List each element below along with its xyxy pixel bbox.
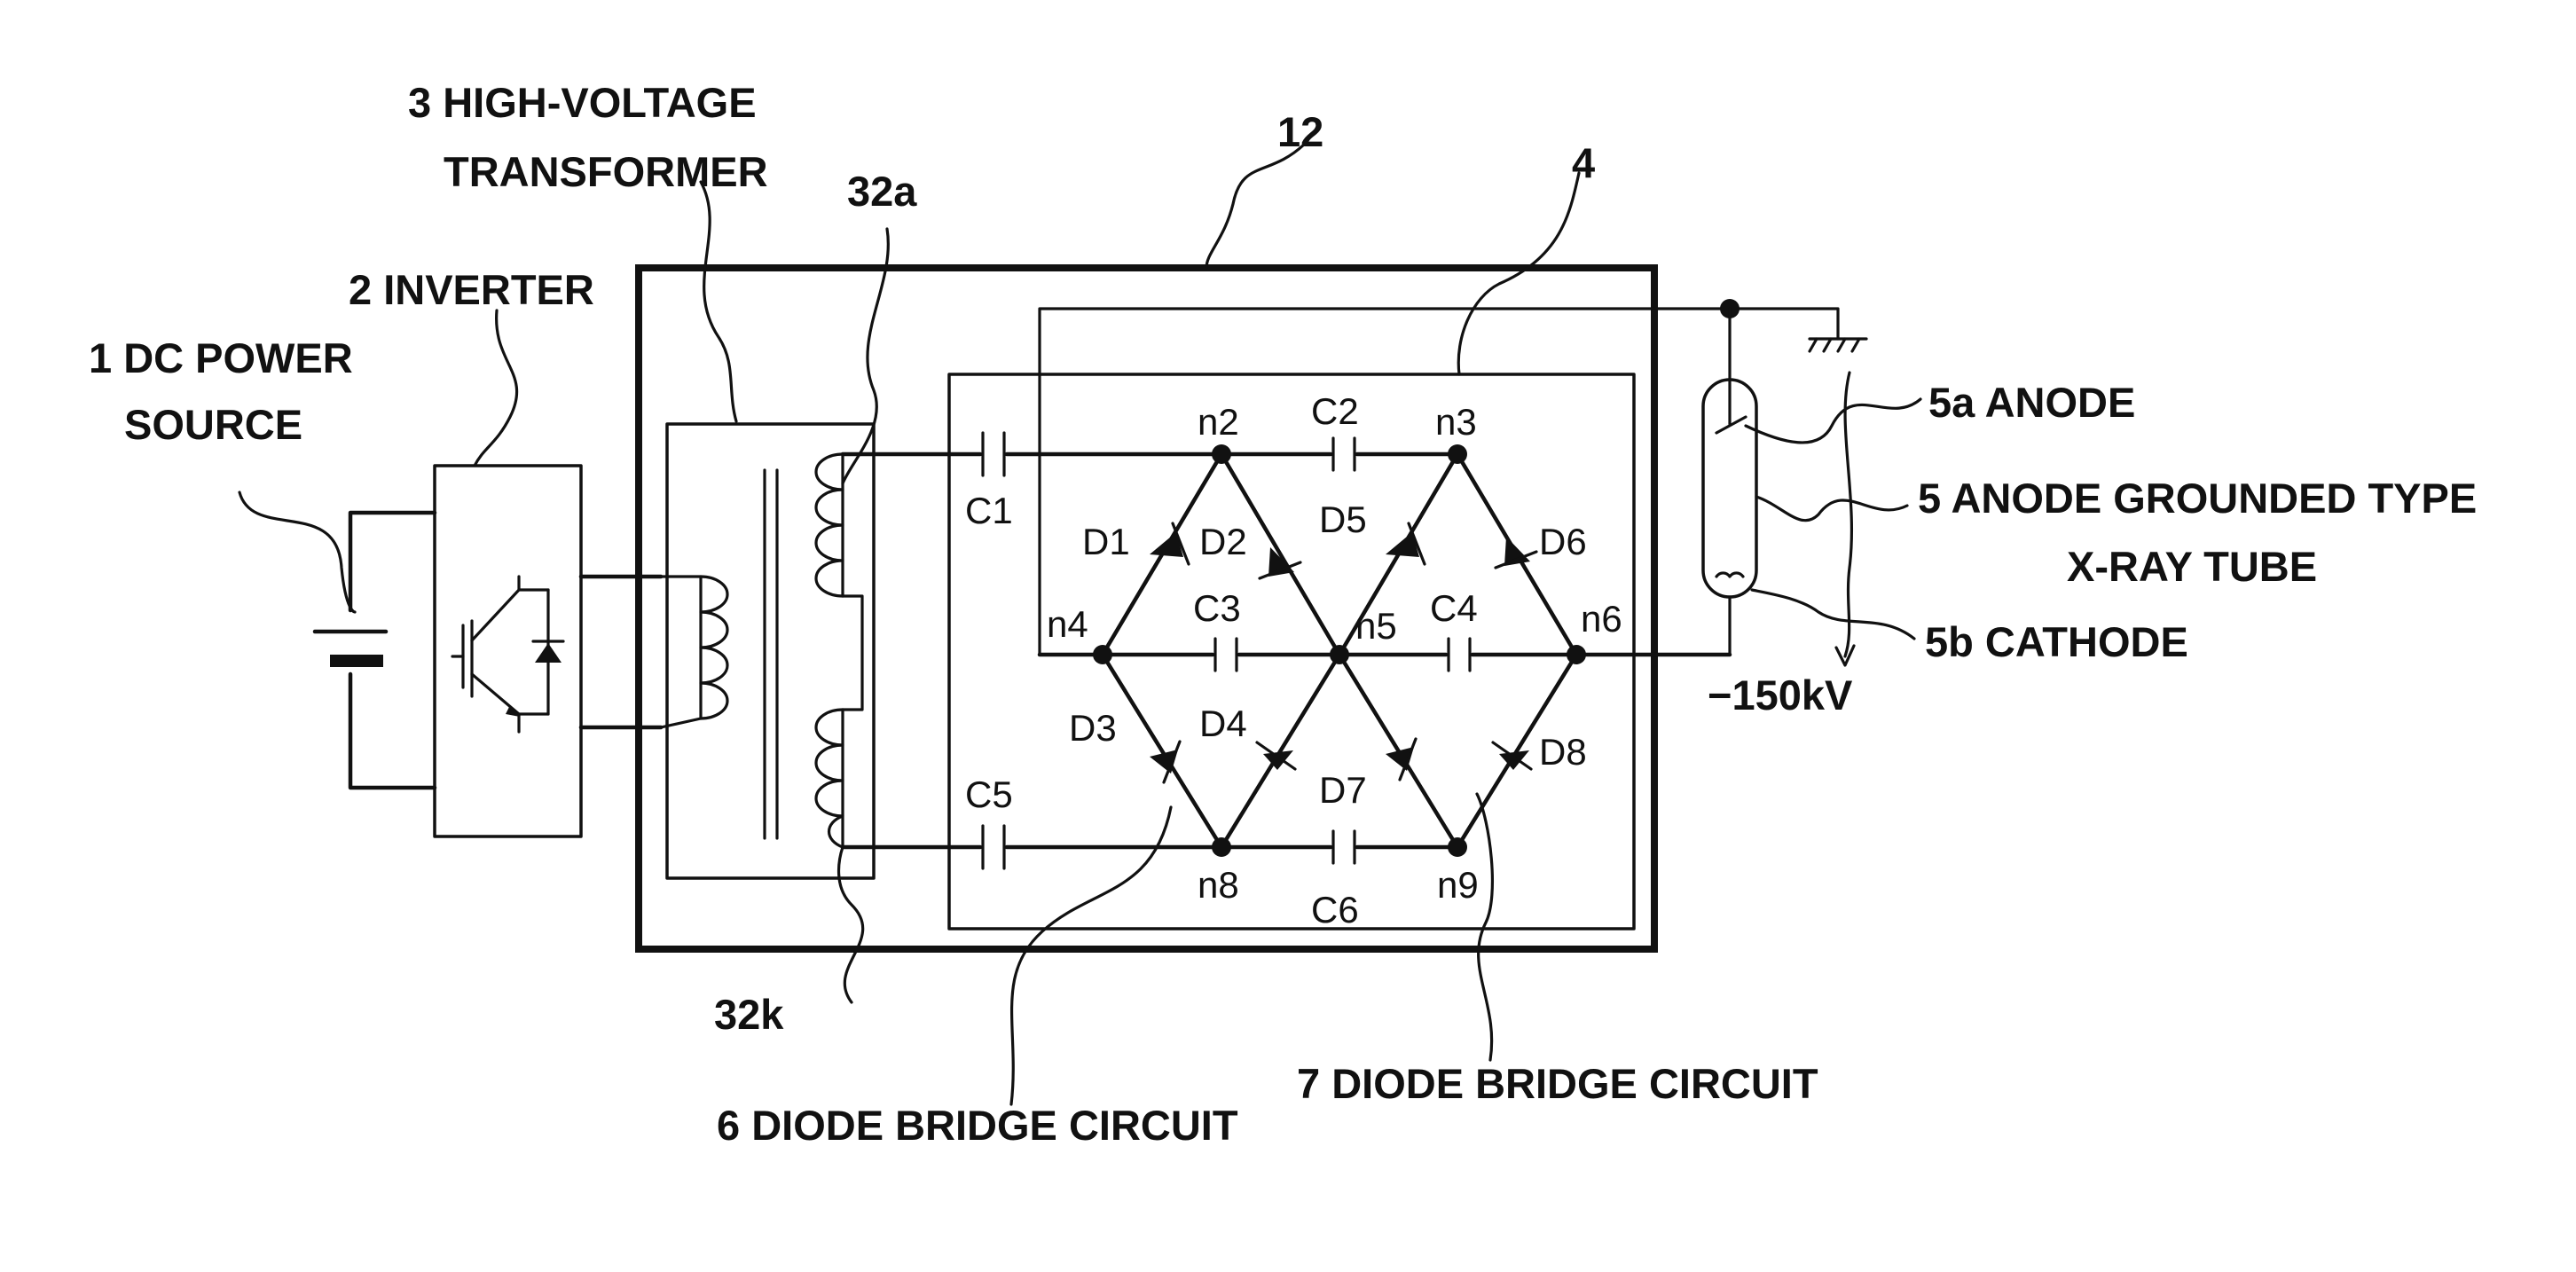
diode-d1 [1150, 522, 1190, 566]
node-n8 [1212, 837, 1231, 857]
enclosure-12 [635, 264, 1658, 953]
xray-tube [1701, 307, 1856, 667]
node-n6-label: n6 [1581, 598, 1622, 640]
transformer-label-1: 3 HIGH-VOLTAGE [408, 79, 757, 126]
dc-power-source-label-1: 1 DC POWER [89, 334, 353, 381]
node-n8-label: n8 [1198, 864, 1239, 906]
cathode-label: 5b CATHODE [1925, 618, 2188, 665]
diode-d8 [1491, 741, 1533, 771]
high-voltage-transformer [659, 422, 876, 880]
diode-d6 [1494, 537, 1538, 569]
diode-d8-label: D8 [1539, 731, 1587, 773]
node-n5 [1330, 645, 1349, 664]
node-n3-label: n3 [1435, 401, 1477, 443]
capacitor-c3-label: C3 [1193, 587, 1241, 629]
node-n4 [1093, 645, 1112, 664]
capacitor-c2-label: C2 [1311, 390, 1359, 432]
capacitor-c1 [981, 431, 1006, 477]
node-n3 [1448, 444, 1467, 464]
diode-d1-label: D1 [1082, 521, 1130, 562]
secondary-a-label: 32a [847, 168, 917, 215]
secondary-k-label: 32k [714, 991, 784, 1038]
node-n9-label: n9 [1437, 864, 1479, 906]
dc-power-source-label-2: SOURCE [124, 401, 302, 448]
capacitor-c4-label: C4 [1430, 587, 1478, 629]
node-n4-label: n4 [1047, 603, 1088, 645]
xray-tube-label-2: X-RAY TUBE [2067, 543, 2317, 590]
node-n2 [1212, 444, 1231, 464]
capacitor-c4 [1447, 637, 1472, 672]
node-n5-label: n5 [1355, 605, 1397, 647]
diode-d2 [1258, 547, 1302, 580]
capacitor-c3 [1213, 637, 1238, 672]
inverter-label: 2 INVERTER [349, 266, 594, 313]
diode-d5 [1386, 522, 1426, 566]
xray-tube-label-1: 5 ANODE GROUNDED TYPE [1918, 475, 2477, 522]
bridge-box-label: 4 [1572, 139, 1595, 186]
capacitor-c5 [981, 824, 1006, 870]
dc-power-source [312, 510, 437, 790]
diode-d2-label: D2 [1199, 521, 1247, 562]
diode-d6-label: D6 [1539, 521, 1587, 562]
diode-d7-label: D7 [1319, 769, 1367, 811]
transformer-label-2: TRANSFORMER [444, 148, 768, 195]
capacitor-c6 [1331, 829, 1356, 865]
inverter [433, 464, 664, 838]
node-n2-label: n2 [1198, 401, 1239, 443]
diode-d3-label: D3 [1069, 707, 1117, 749]
capacitor-c6-label: C6 [1311, 889, 1359, 930]
diode-d3 [1150, 740, 1182, 784]
bridge-7-label: 7 DIODE BRIDGE CIRCUIT [1297, 1060, 1818, 1107]
anode-label: 5a ANODE [1928, 379, 2135, 426]
node-n9 [1448, 837, 1467, 857]
capacitor-c5-label: C5 [965, 773, 1013, 815]
leader-lines [238, 143, 1922, 1106]
diode-d7 [1386, 737, 1418, 781]
diode-d4-label: D4 [1199, 703, 1247, 744]
bridge-box-4 [947, 373, 1636, 930]
diode-d5-label: D5 [1319, 499, 1367, 540]
bridge-6-label: 6 DIODE BRIDGE CIRCUIT [717, 1102, 1238, 1149]
voltage-label: −150kV [1708, 671, 1853, 718]
node-n6 [1567, 645, 1586, 664]
capacitor-c1-label: C1 [965, 490, 1013, 531]
diode-d4 [1255, 741, 1297, 771]
enclosure-label: 12 [1277, 108, 1323, 155]
capacitor-c2 [1331, 436, 1356, 472]
